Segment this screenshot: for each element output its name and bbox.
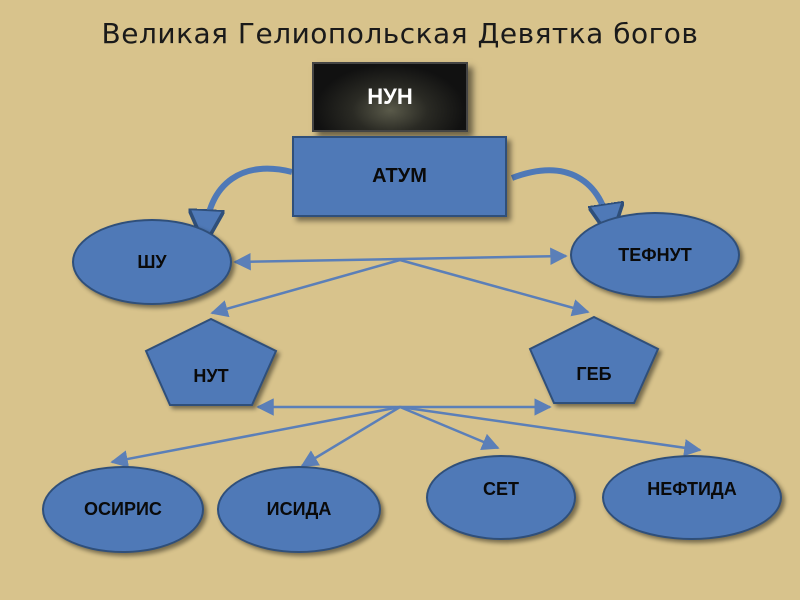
node-isida: ИСИДА — [217, 466, 381, 553]
node-isida-label: ИСИДА — [266, 499, 332, 519]
curved-arrow-atum-tefnut — [510, 167, 610, 232]
node-osiris: ОСИРИС — [42, 466, 204, 553]
node-shu-label: ШУ — [137, 251, 167, 272]
arrow-to-osiris — [110, 405, 401, 468]
arrow-to-geb — [399, 258, 590, 317]
arrow-to-isida — [300, 405, 401, 468]
node-geb-label: ГЕБ — [576, 363, 612, 384]
node-atum: АТУМ — [292, 136, 507, 217]
node-shu: ШУ — [72, 219, 232, 305]
node-nut: НУТ — [143, 316, 279, 408]
node-nut-label: НУТ — [193, 365, 229, 386]
arrow-to-nut — [210, 258, 401, 318]
node-geb: ГЕБ — [527, 314, 661, 406]
node-tefnut: ТЕФНУТ — [570, 212, 740, 298]
curved-arrow-atum-shu — [205, 165, 293, 238]
node-osiris-label: ОСИРИС — [84, 499, 162, 519]
node-neftida-label: НЕФТИДА — [647, 479, 737, 499]
node-nun: НУН — [312, 62, 468, 132]
node-set: СЕТ — [426, 455, 576, 540]
node-tefnut-label: ТЕФНУТ — [618, 244, 692, 265]
node-atum-label: АТУМ — [372, 165, 427, 187]
slide-title: Великая Гелиопольская Девятка богов — [101, 17, 699, 50]
pentagon-shape — [144, 317, 278, 406]
pentagon-shape — [528, 315, 660, 404]
node-neftida: НЕФТИДА — [602, 455, 782, 540]
arrow-to-set — [399, 405, 500, 450]
node-set-label: СЕТ — [483, 479, 519, 499]
arrow-to-neftida — [399, 405, 702, 457]
node-nun-label: НУН — [367, 84, 413, 109]
